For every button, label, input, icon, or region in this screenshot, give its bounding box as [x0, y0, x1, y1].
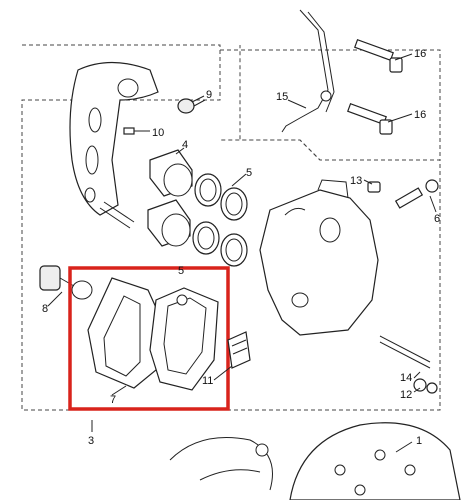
callout-6: 6 — [434, 213, 440, 225]
brake-pad-left — [87, 277, 159, 389]
boot-9 — [177, 98, 206, 114]
callout-4: 4 — [182, 139, 188, 151]
brake-disc — [289, 422, 461, 500]
callout-10: 10 — [152, 127, 164, 139]
hose-bracket-15 — [281, 9, 335, 133]
bleed-screw-6 — [394, 179, 439, 209]
callout-9: 9 — [206, 89, 212, 101]
piston-lower — [147, 199, 191, 247]
callout-11: 11 — [202, 375, 213, 387]
pad-spring-11 — [227, 331, 251, 369]
assembly-outline-bracket — [220, 49, 441, 161]
pad-pin-14 — [379, 335, 431, 369]
piston-upper — [149, 149, 193, 197]
leader-lines — [47, 53, 437, 453]
callout-12: 12 — [400, 389, 412, 401]
bolt-16-upper — [354, 38, 403, 73]
callout-7: 7 — [110, 394, 116, 406]
piston-seals-lower — [192, 221, 248, 267]
callout-16-upper: 16 — [414, 48, 426, 60]
caliper-bracket — [69, 61, 159, 229]
clip-12 — [413, 378, 438, 394]
callout-labels: 16 16 9 15 10 4 5 13 6 5 8 11 14 7 12 3 … — [42, 48, 440, 447]
callout-3: 3 — [88, 435, 94, 447]
piston-seals-upper — [194, 173, 248, 221]
cap-13 — [367, 181, 381, 193]
callout-15: 15 — [276, 91, 288, 103]
callout-14: 14 — [400, 372, 412, 384]
brake-pad-right — [149, 287, 219, 391]
callout-5-upper: 5 — [246, 167, 252, 179]
caliper-body — [259, 179, 379, 336]
bolt-16-lower — [347, 102, 393, 135]
wheel-hub — [169, 437, 273, 491]
callout-1: 1 — [416, 435, 422, 447]
callout-8: 8 — [42, 303, 48, 315]
boot-8 — [39, 265, 93, 300]
callout-16-lower: 16 — [414, 109, 426, 121]
highlight-box-brake-pads — [68, 266, 230, 411]
callout-5-lower: 5 — [178, 265, 184, 277]
callout-13: 13 — [350, 175, 362, 187]
